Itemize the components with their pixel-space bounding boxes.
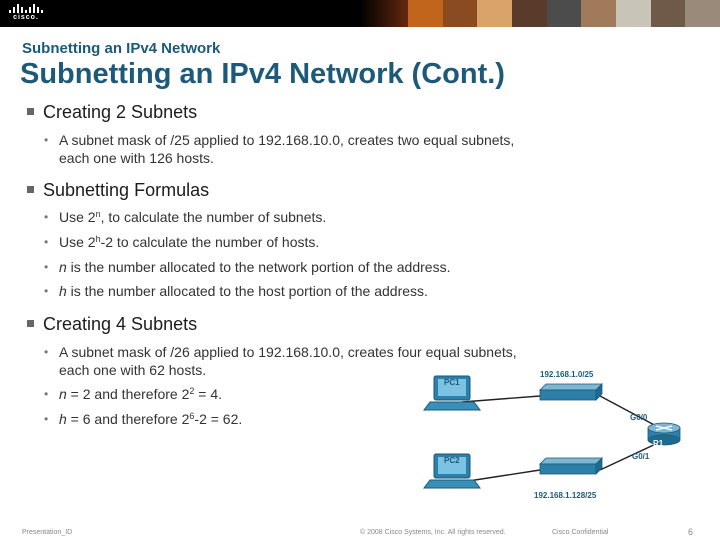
pc1-label: PC1 (444, 378, 460, 387)
subnet1-label: 192.168.1.0/25 (540, 370, 594, 379)
bullet-item: • h is the number allocated to the host … (44, 283, 428, 299)
dot-bullet-icon: • (44, 387, 49, 401)
bullet-item: • Use 2h-2 to calculate the number of ho… (44, 234, 320, 250)
logo-text: cisco. (13, 14, 39, 21)
section-heading: Creating 4 Subnets (27, 314, 197, 335)
banner-photos (408, 0, 720, 27)
router-label: R1 (653, 439, 664, 448)
pc2-label: PC2 (444, 456, 460, 465)
subnet2-label: 192.168.1.128/25 (534, 491, 597, 500)
square-bullet-icon (27, 108, 34, 115)
dot-bullet-icon: • (44, 345, 49, 359)
banner-accent (360, 0, 410, 27)
dot-bullet-icon: • (44, 260, 49, 274)
network-topology-diagram: PC1 PC2 192.168.1.0/25 192.168.1.128/25 … (423, 370, 681, 500)
switch-icon (539, 457, 603, 475)
cisco-logo: cisco. (7, 3, 45, 23)
square-bullet-icon (27, 186, 34, 193)
bullet-item: • Use 2n, to calculate the number of sub… (44, 209, 327, 225)
interface-g01-label: G0/1 (632, 452, 650, 461)
footer-copyright: © 2008 Cisco Systems, Inc. All rights re… (360, 529, 506, 536)
bullet-item: • n is the number allocated to the netwo… (44, 259, 451, 275)
interface-g00-label: G0/0 (630, 413, 648, 422)
router-icon (647, 422, 681, 446)
slide-supertitle: Subnetting an IPv4 Network (22, 40, 221, 57)
footer-confidential: Cisco Confidential (552, 529, 609, 536)
dot-bullet-icon: • (44, 235, 49, 249)
dot-bullet-icon: • (44, 284, 49, 298)
bullet-item: • n = 2 and therefore 22 = 4. (44, 386, 223, 402)
square-bullet-icon (27, 320, 34, 327)
slide-title: Subnetting an IPv4 Network (Cont.) (20, 58, 505, 90)
bullet-item: • A subnet mask of /26 applied to 192.16… (44, 344, 517, 378)
dot-bullet-icon: • (44, 133, 49, 147)
bullet-item: • h = 6 and therefore 26-2 = 62. (44, 411, 243, 427)
switch-icon (539, 383, 603, 401)
page-number: 6 (688, 527, 694, 537)
section-heading: Subnetting Formulas (27, 180, 209, 201)
dot-bullet-icon: • (44, 412, 49, 426)
bullet-item: • A subnet mask of /25 applied to 192.16… (44, 132, 515, 166)
footer-presentation-id: Presentation_ID (22, 529, 73, 536)
header-banner: cisco. (0, 0, 720, 27)
section-heading: Creating 2 Subnets (27, 102, 197, 123)
pc1-icon (423, 375, 481, 411)
dot-bullet-icon: • (44, 210, 49, 224)
pc2-icon (423, 453, 481, 489)
